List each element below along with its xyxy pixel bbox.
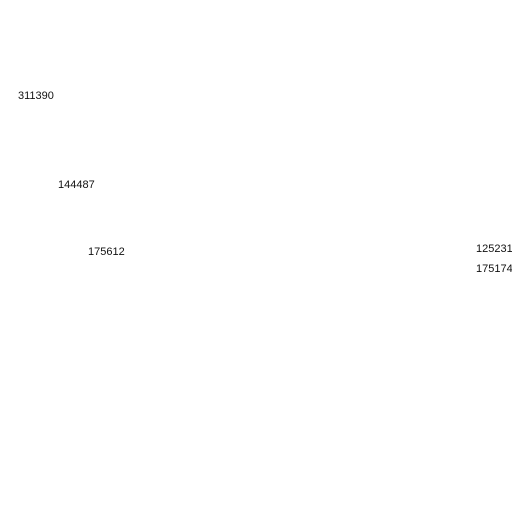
number-label: 125231 [476,243,512,255]
number-label: 175174 [476,263,512,275]
number-label: 144487 [58,179,95,191]
number-label: 175612 [88,246,125,258]
number-label: 311390 [18,90,54,102]
